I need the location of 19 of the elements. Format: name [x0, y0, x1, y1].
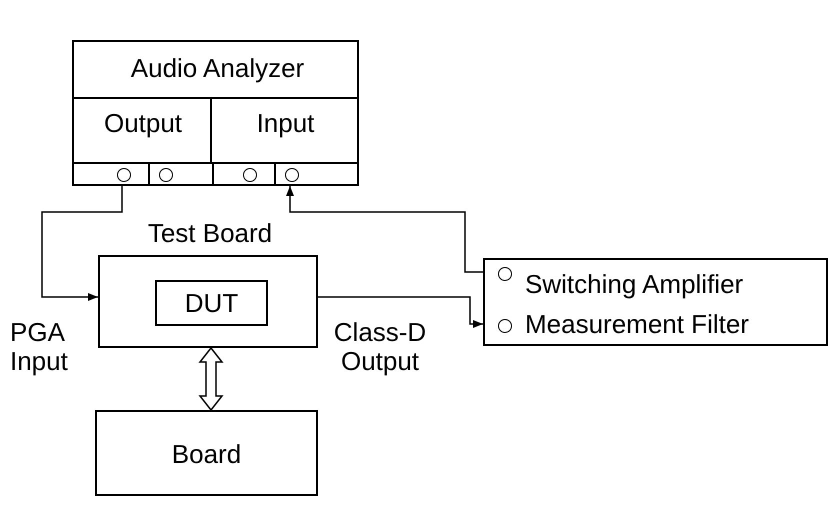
node-label: Switching Amplifier [525, 270, 744, 299]
port-label: Class-D Output [332, 318, 428, 376]
node-label: Measurement Filter [525, 310, 750, 339]
arrow [286, 186, 483, 273]
analyzer-box [72, 40, 359, 186]
arrow [318, 296, 483, 328]
node-label: Board [170, 440, 242, 469]
double-arrow [198, 346, 224, 412]
filter-box [483, 258, 828, 346]
arrow [41, 186, 123, 301]
node-label: DUT [184, 289, 240, 318]
node-label: Audio Analyzer [130, 54, 306, 83]
node-label: Output [102, 109, 184, 138]
node-label: Input [256, 109, 316, 138]
node-label: Test Board [146, 219, 274, 248]
output-cell [74, 97, 212, 162]
board-box [95, 410, 318, 496]
dut-box [155, 280, 268, 326]
port-label: PGA Input [10, 318, 69, 376]
